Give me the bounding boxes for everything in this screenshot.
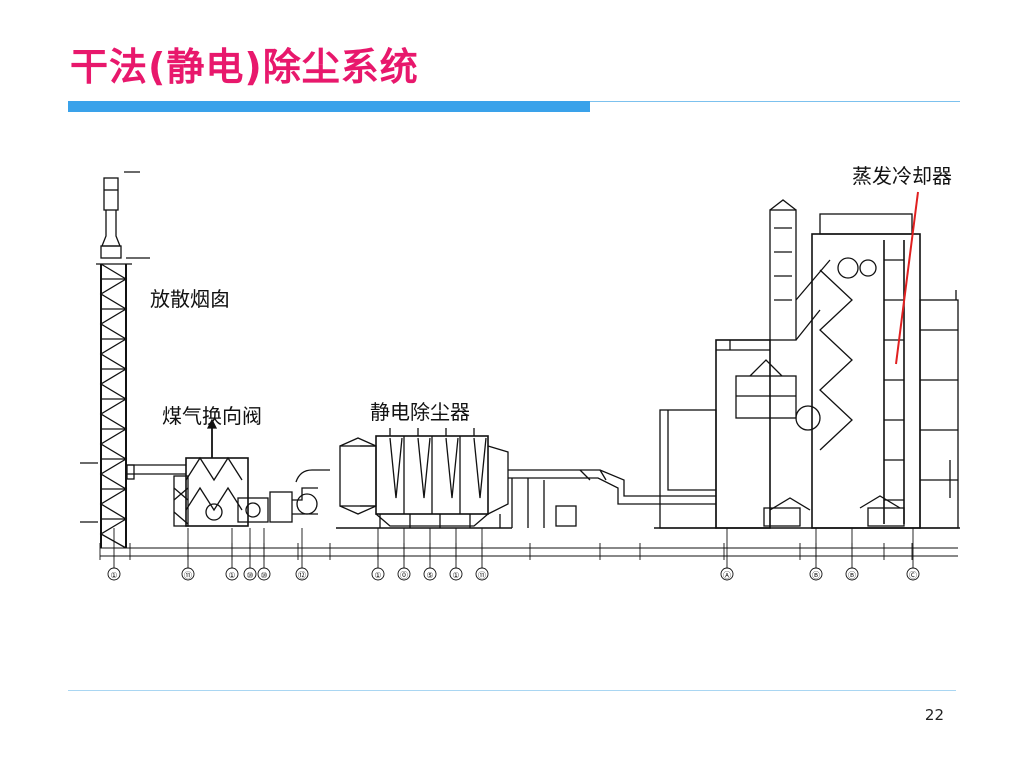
footer-rule [68,690,956,691]
axis-bubble-label: ① [452,571,459,580]
axis-bubble-label: ⑪ [478,571,486,580]
axis-bubble-label: Ⓑ [848,571,856,580]
label-precipitator: 静电除尘器 [370,400,470,424]
axis-bubble-label: ⑫ [298,571,306,580]
gas-valve-unit [173,418,330,527]
axis-bubble-label: ⑩ [260,571,267,580]
title-underline-thin [590,101,960,102]
duct-to-cooler [508,469,716,528]
axis-bubble-label: ① [228,571,235,580]
label-evap-cooler: 蒸发冷却器 [852,164,952,188]
axis-bubble-label: ⑩ [246,571,253,580]
slide-title: 干法(静电)除尘系统 [70,45,419,89]
axis-bubble-label: ⓪ [400,571,408,580]
axis-bubble-label: Ⓑ [812,571,820,580]
axis-bubble-label: ⑤ [426,571,433,580]
duct-to-valve [126,464,186,475]
cooler-pointer [895,191,919,365]
page-number: 22 [924,706,944,724]
axis-bubble-label: ① [374,571,381,580]
title-underline-thick [68,101,590,112]
axis-bubble-label: Ⓒ [909,571,917,580]
axis-bubble-label: ① [110,571,117,580]
drawing-linework [80,171,960,581]
stack-tower [80,171,150,549]
axis-bubble-label: Ⓐ [723,571,731,580]
grid-axes [107,528,920,581]
cooler-building [654,199,960,529]
esp-body [336,428,512,529]
axis-bubble-label: ⑪ [184,571,192,580]
label-gas-valve: 煤气换向阀 [162,404,262,428]
dimension-lines [99,543,958,560]
label-stack: 放散烟囱 [150,287,230,311]
